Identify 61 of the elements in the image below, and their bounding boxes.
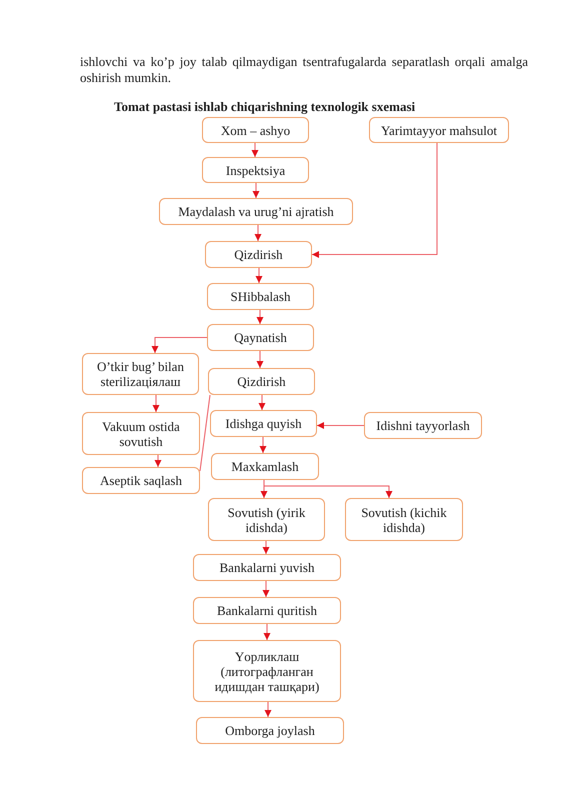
arrow — [252, 182, 260, 198]
arrow — [258, 394, 266, 410]
body-paragraph: ishlovchi va ko’p joy talab qilmaydigan tsentrafugalarda separatlash orqali amalga oshirish mumkin. — [80, 54, 528, 85]
arrow — [260, 436, 266, 454]
step-label: Idishni tayyorlash — [376, 418, 470, 433]
arrow — [256, 350, 264, 368]
step-label: Sovutish (yirik idishda) — [226, 504, 306, 534]
step-label: Inspektsiya — [226, 162, 286, 178]
process-box — [193, 597, 341, 624]
step-label: Maxkamlash — [231, 459, 299, 474]
step-label: Bankalarni yuvish — [220, 560, 314, 575]
arrow — [252, 142, 258, 158]
arrow — [312, 142, 438, 258]
arrow — [316, 422, 364, 429]
step-label: Qizdirish — [237, 374, 286, 389]
arrow — [262, 580, 270, 598]
step-label: Yорликлаш (литографланган идишдан ташқари) — [214, 648, 320, 694]
process-box — [82, 353, 199, 395]
process-box — [202, 117, 309, 143]
process-box — [193, 640, 341, 702]
process-box — [364, 412, 482, 439]
step-label: Qizdirish — [234, 247, 283, 262]
arrow — [264, 624, 270, 640]
process-box — [159, 198, 353, 225]
step-label: Vakuum ostida sovutish — [101, 418, 181, 448]
process-box — [207, 283, 314, 310]
step-label: Idishga quyish — [225, 416, 302, 431]
arrow — [152, 337, 208, 354]
process-box — [193, 554, 341, 581]
step-label: Omborga joylash — [225, 723, 315, 738]
arrow — [256, 310, 264, 324]
step-label: Xom – ashyo — [220, 122, 290, 138]
process-box — [211, 453, 319, 480]
arrow — [262, 540, 270, 554]
arrow — [254, 224, 262, 242]
step-label: Bankalarni quritish — [216, 603, 317, 618]
process-box — [205, 241, 312, 268]
arrow — [152, 394, 160, 412]
process-box — [82, 467, 200, 494]
arrow — [264, 702, 272, 718]
process-box — [208, 368, 315, 395]
step-label: Maydalash va urug’ni ajratish — [178, 204, 334, 219]
connector-line — [200, 394, 210, 472]
process-box — [207, 324, 314, 351]
arrow — [154, 454, 162, 468]
process-box — [210, 410, 317, 437]
step-label: Qaynatish — [234, 330, 287, 345]
step-label: Sovutish (kichik idishda) — [360, 504, 448, 534]
process-box — [196, 717, 344, 744]
step-label: Yarimtayyor mahsulot — [380, 122, 498, 138]
process-box — [369, 117, 509, 143]
step-label: Aseptik saqlash — [100, 473, 182, 488]
step-label: O’tkir bug’ bilan sterilizaцiялаш — [96, 359, 185, 389]
step-label: SHibbalash — [230, 289, 290, 304]
process-box — [345, 498, 463, 541]
diagram-title: Tomat pastasi ishlab chiqarishning texnologik sxemasi — [114, 99, 416, 114]
process-box — [202, 157, 309, 183]
arrow — [256, 268, 262, 284]
process-box — [208, 498, 325, 541]
arrow — [264, 480, 392, 498]
process-box — [82, 412, 200, 455]
